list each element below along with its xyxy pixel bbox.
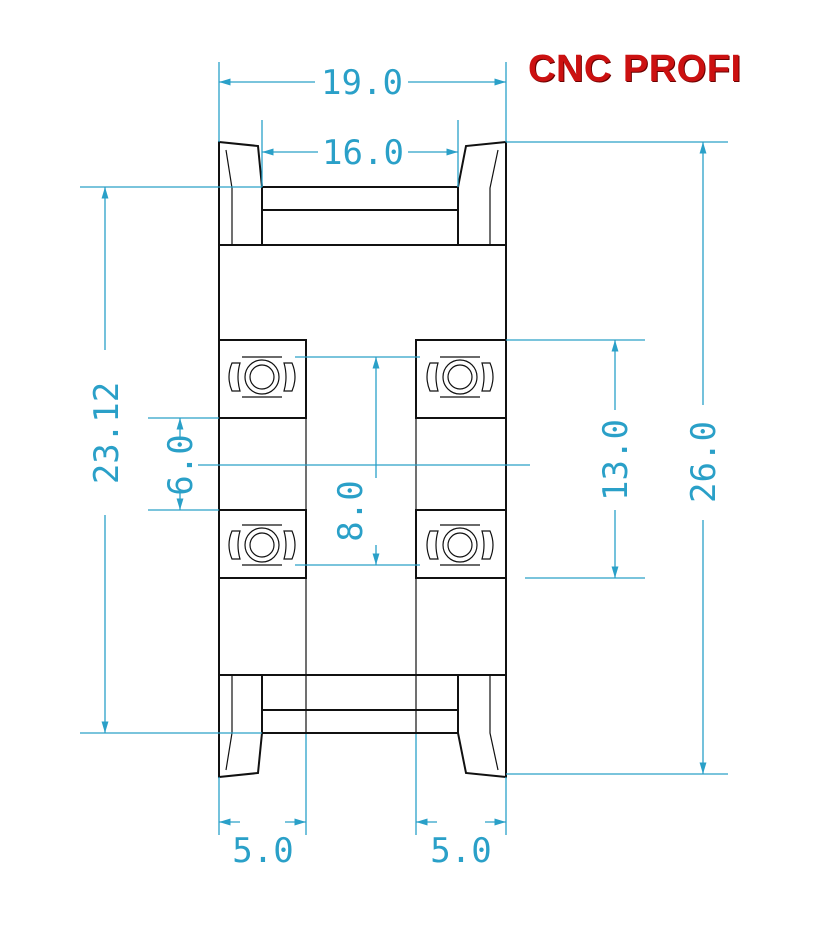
dim-small-offset: 6.0 <box>161 434 201 495</box>
dim-top-width: 19.0 <box>321 63 403 103</box>
bearing-top-left <box>228 356 296 398</box>
bearing-top-right <box>426 356 494 398</box>
dim-left-height: 23.12 <box>87 382 127 484</box>
dim-total-height: 26.0 <box>684 421 724 503</box>
bearing-bottom-left <box>228 524 296 566</box>
dimension-lines <box>80 62 728 835</box>
part-body <box>218 140 507 779</box>
bearing-bottom-right <box>426 524 494 566</box>
brand-logo-text: CNC PROFI <box>528 48 742 90</box>
dim-inner-width: 16.0 <box>322 133 404 173</box>
dim-right-inner-height: 13.0 <box>596 419 636 501</box>
dim-center-height: 8.0 <box>331 480 371 541</box>
dim-bottom-left: 5.0 <box>232 831 293 871</box>
dim-bottom-right: 5.0 <box>430 831 491 871</box>
